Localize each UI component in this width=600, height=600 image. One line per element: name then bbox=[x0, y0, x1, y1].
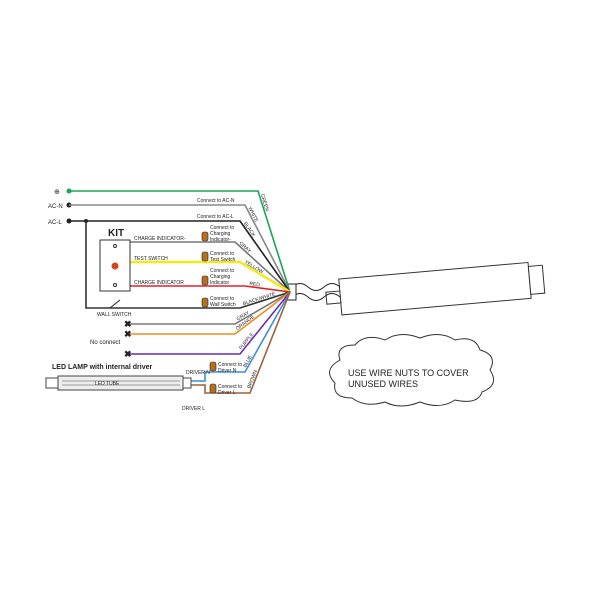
led-lamp-title: LED LAMP with internal driver bbox=[52, 364, 152, 371]
wire-color-label: GRAY bbox=[238, 241, 253, 255]
wire-color-label: BLUE bbox=[242, 354, 254, 369]
wire-color-label: GREEN bbox=[259, 193, 270, 212]
kit-title: KIT bbox=[108, 228, 124, 239]
svg-text:Wall Switch: Wall Switch bbox=[210, 302, 236, 308]
wire-purple bbox=[128, 291, 291, 355]
wire-yellow bbox=[130, 260, 291, 294]
wire-green bbox=[69, 190, 291, 293]
wire-group: GREENWHITEBLACKGRAYYELLOWREDBLACK/WHITEG… bbox=[69, 190, 291, 394]
charge-indicator-label: CHARGE INDICATOR bbox=[134, 280, 184, 286]
driver-l-label: DRIVER L bbox=[182, 406, 205, 412]
svg-text:Indicator-: Indicator- bbox=[210, 237, 231, 243]
wire-gray bbox=[128, 291, 291, 325]
connect-driver-l-label: Connect to Driver L bbox=[218, 384, 242, 396]
wire-nut-group: ✖✖✖ bbox=[124, 231, 217, 394]
charge-indicator-minus-label: CHARGE INDICATOR- bbox=[134, 236, 186, 242]
note-line-2: UNUSED WIRES bbox=[348, 379, 418, 389]
wall-switch-label: WALL SWITCH bbox=[97, 312, 132, 318]
wire-black-white bbox=[85, 221, 291, 309]
wire-nut-icon bbox=[209, 361, 217, 372]
emergency-driver-box bbox=[325, 261, 546, 316]
svg-text:Driver N: Driver N bbox=[218, 368, 237, 374]
svg-text:Indicator: Indicator bbox=[210, 280, 230, 286]
no-connect-label: No connect bbox=[90, 340, 121, 346]
connect-charging-label: Connect to Charging Indicator bbox=[210, 268, 234, 286]
connect-wall-switch-label: Connect to Wall Switch bbox=[210, 296, 236, 308]
svg-text:Test Switch: Test Switch bbox=[210, 257, 236, 263]
wire-color-label: BLACK/WHITE bbox=[242, 291, 277, 307]
wire-nut-icon bbox=[201, 297, 209, 308]
svg-text:Connect to: Connect to bbox=[210, 225, 234, 231]
wire-nut-icon bbox=[201, 231, 209, 242]
ground-symbol: ⊕ bbox=[54, 189, 60, 196]
note-cloud: USE WIRE NUTS TO COVER UNUSED WIRES bbox=[329, 334, 495, 407]
connect-ac-l-label: Connect to AC-L bbox=[197, 214, 234, 220]
ac-n-label: AC-N bbox=[48, 204, 63, 210]
svg-text:Connect to: Connect to bbox=[218, 362, 242, 368]
led-tube-label: LED TUBE bbox=[95, 381, 120, 387]
wire-white bbox=[69, 204, 291, 293]
capped-wire-x-icon: ✖ bbox=[124, 329, 132, 339]
svg-text:Charging: Charging bbox=[210, 274, 231, 280]
wire-color-label: PURPLE bbox=[238, 331, 256, 351]
wire-blue bbox=[191, 291, 291, 382]
svg-text:Charging: Charging bbox=[210, 231, 231, 237]
test-button-icon bbox=[111, 262, 119, 270]
wire-color-label: YELLOW bbox=[243, 259, 264, 275]
wire-red bbox=[130, 285, 291, 293]
svg-text:Connect to: Connect to bbox=[210, 296, 234, 302]
test-switch-label: TEST SWITCH bbox=[134, 256, 168, 262]
svg-text:Connect to: Connect to bbox=[218, 384, 242, 390]
wire-color-label: BROWN bbox=[246, 369, 259, 389]
wire-color-label: WHITE bbox=[246, 206, 259, 224]
wire-color-label: RED bbox=[249, 281, 261, 288]
led-tube bbox=[45, 375, 192, 391]
capped-wire-x-icon: ✖ bbox=[124, 319, 132, 329]
svg-text:Connect to: Connect to bbox=[210, 251, 234, 257]
wire-gray bbox=[130, 241, 291, 293]
connect-charging-minus-label: Connect to Charging Indicator- bbox=[210, 225, 234, 243]
wire-nut-icon bbox=[209, 383, 217, 394]
connect-driver-n-label: Connect to Driver N bbox=[218, 362, 242, 374]
connect-test-switch-label: Connect to Test Switch bbox=[210, 251, 236, 263]
svg-text:Driver L: Driver L bbox=[218, 390, 236, 396]
svg-text:Connect to: Connect to bbox=[210, 268, 234, 274]
driver-n-label: DRIVER N bbox=[186, 370, 210, 376]
note-line-1: USE WIRE NUTS TO COVER bbox=[348, 368, 469, 378]
wire-nut-icon bbox=[201, 251, 209, 262]
capped-wire-x-icon: ✖ bbox=[124, 349, 132, 359]
kit-panel: KIT bbox=[99, 228, 131, 292]
wire-nut-icon bbox=[201, 275, 209, 286]
wire-black bbox=[69, 220, 291, 293]
wire-brown bbox=[191, 291, 291, 394]
ac-l-label: AC-L bbox=[48, 220, 62, 226]
connect-ac-n-label: Connect to AC-N bbox=[197, 198, 235, 204]
wire-orange bbox=[128, 291, 291, 335]
